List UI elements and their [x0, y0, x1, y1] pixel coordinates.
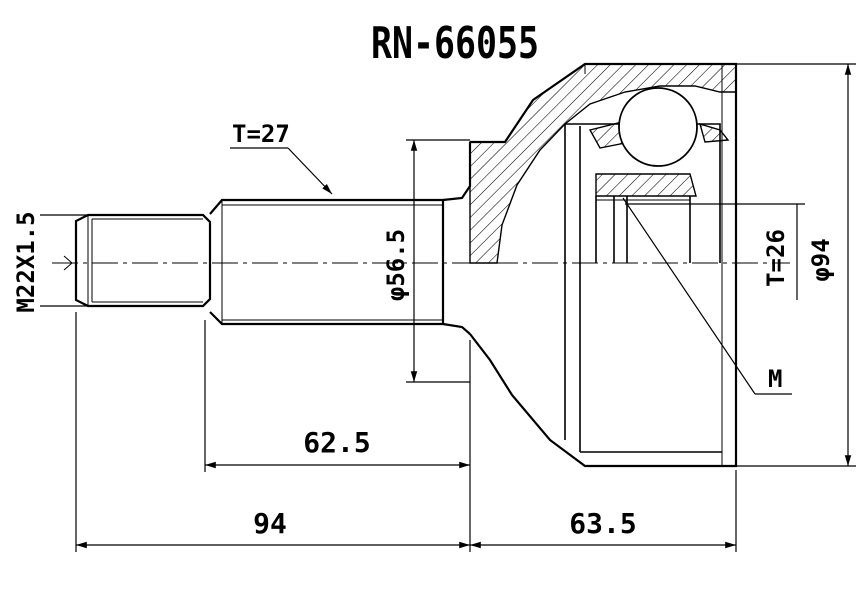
- label-shaft-length: 62.5: [303, 426, 370, 459]
- spline-shaft: [209, 198, 445, 326]
- ball: [618, 87, 698, 167]
- label-thread: M22X1.5: [12, 211, 40, 312]
- part-number-title: RN-66055: [371, 18, 539, 69]
- label-inner-spline: T=26: [762, 229, 790, 287]
- label-outer-diameter: φ94: [807, 238, 835, 281]
- leader-spline-shaft: [230, 147, 333, 195]
- bell-hatch: [469, 63, 737, 264]
- dim-inner-spline: [625, 203, 805, 300]
- neck: [442, 142, 472, 335]
- leader-marker: [622, 197, 792, 395]
- threaded-end: [63, 213, 212, 308]
- label-total-left: 94: [253, 507, 287, 540]
- label-spline-shaft: T=27: [232, 120, 290, 148]
- dim-outer-diameter: [736, 63, 856, 467]
- label-bell-length: 63.5: [569, 507, 636, 540]
- bell-housing: [469, 62, 738, 468]
- label-marker: M: [768, 365, 782, 393]
- dim-thread: [40, 214, 88, 307]
- dim-bottom: [75, 312, 737, 552]
- dim-shaft-length: [204, 320, 471, 552]
- label-flange-diameter: φ56.5: [382, 229, 410, 301]
- dim-flange-diameter: [406, 139, 470, 383]
